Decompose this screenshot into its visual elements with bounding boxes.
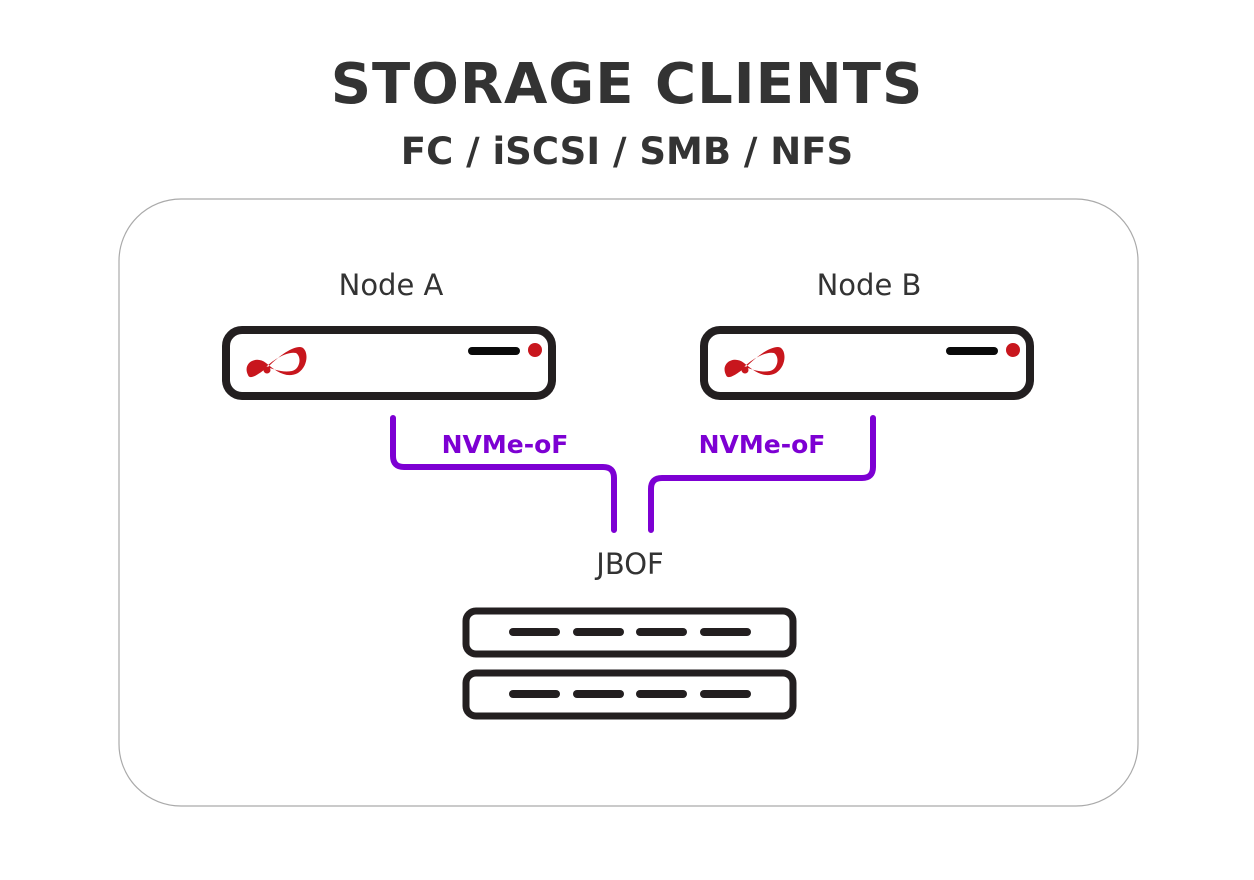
link-b-label: NVMe-oF [698,430,826,459]
node-a-server-icon [222,326,556,400]
page-title: STORAGE CLIENTS [330,52,924,117]
link-a-label: NVMe-oF [441,430,569,459]
logo-icon [724,347,785,378]
protocol-subtitle: FC / iSCSI / SMB / NFS [400,130,854,173]
jbof-storage-shelf-icon [462,607,797,720]
logo-icon [246,347,307,378]
nvme-link-a [390,415,617,533]
cluster-container [118,198,1139,807]
nvme-link-b [648,415,876,533]
node-b-server-icon [700,326,1034,400]
node-b-label: Node B [816,268,922,302]
jbof-label: JBOF [596,547,664,581]
node-a-label: Node A [338,268,444,302]
